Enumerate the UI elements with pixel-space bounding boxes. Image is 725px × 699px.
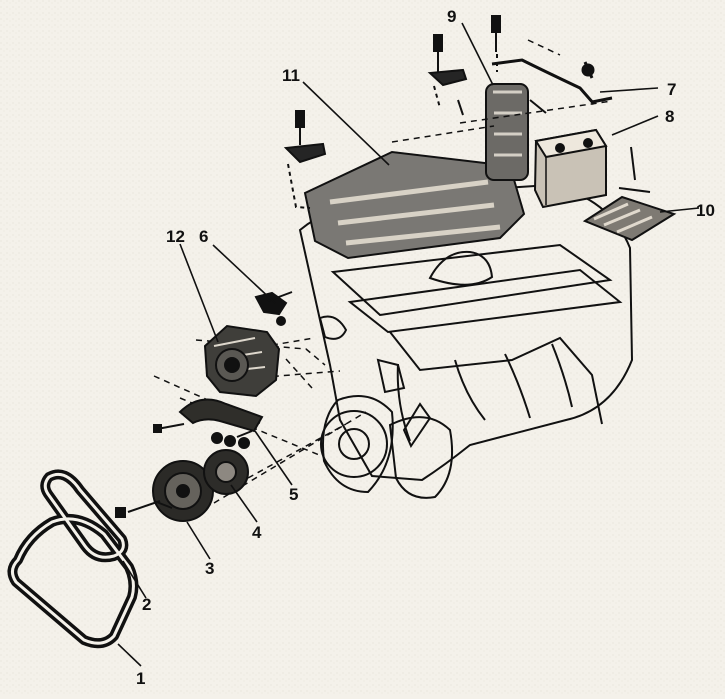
- callout-12: 12: [166, 227, 185, 246]
- leader-line-12: [179, 243, 219, 343]
- leader-line-9: [461, 22, 494, 86]
- battery-clamp: [491, 58, 613, 105]
- upper-mounting-hardware: [283, 15, 636, 209]
- callout-6: 6: [199, 227, 208, 246]
- reservoir: [485, 83, 529, 181]
- callout-1: 1: [136, 669, 145, 688]
- connector: [254, 291, 293, 326]
- radiator-assembly: [303, 150, 526, 260]
- callout-2: 2: [142, 595, 151, 614]
- leader-line-2: [122, 560, 147, 599]
- leader-line-5: [254, 430, 293, 486]
- callout-11: 11: [282, 66, 300, 85]
- callout-10: 10: [696, 201, 715, 220]
- leader-lines: [117, 22, 700, 667]
- leader-line-11: [302, 81, 390, 166]
- engine-block: [298, 183, 634, 499]
- leader-line-6: [212, 244, 276, 304]
- alternator: [203, 324, 281, 398]
- leader-line-3: [186, 521, 211, 560]
- callout-3: 3: [205, 559, 214, 578]
- leader-line-8: [611, 115, 659, 136]
- callout-5: 5: [289, 485, 298, 504]
- pulley-assembly: [115, 449, 249, 522]
- battery-tray: [582, 187, 677, 242]
- callout-7: 7: [667, 80, 676, 99]
- adjusting-bracket: [153, 398, 264, 449]
- belt-highlights: [11, 472, 135, 645]
- leader-line-10: [659, 207, 700, 213]
- leader-line-7: [599, 87, 659, 93]
- battery: [533, 128, 608, 209]
- callout-9: 9: [447, 7, 456, 26]
- callout-8: 8: [665, 107, 674, 126]
- callout-4: 4: [252, 523, 262, 542]
- leader-line-4: [230, 484, 258, 523]
- leader-line-1: [117, 643, 142, 667]
